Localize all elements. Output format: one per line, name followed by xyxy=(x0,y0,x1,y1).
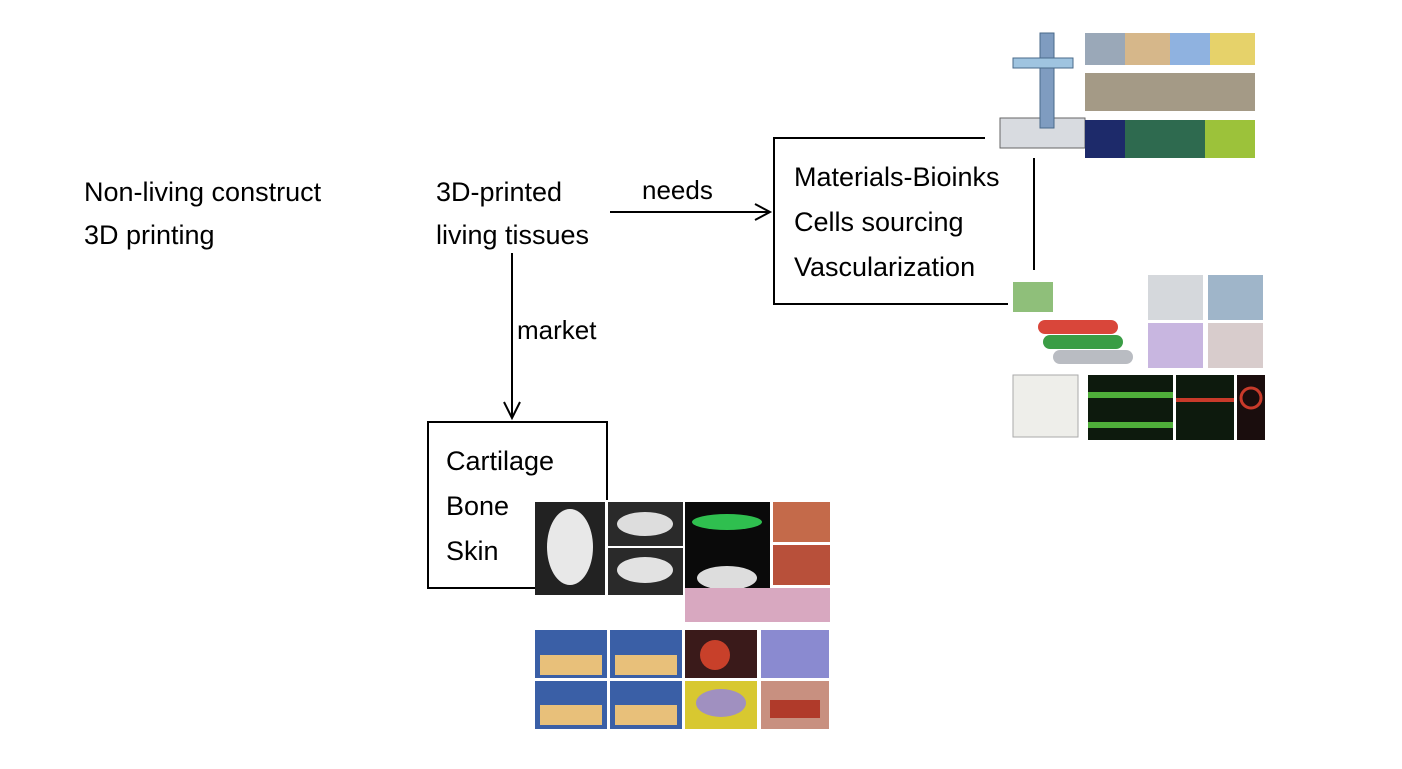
skin-figure xyxy=(535,625,830,730)
bioink-figure xyxy=(985,28,1257,158)
market-label: market xyxy=(517,315,597,345)
needs-box xyxy=(773,137,1035,305)
cartilage-figure xyxy=(535,500,830,622)
vascular-figure xyxy=(1008,270,1266,442)
needs-item-vascularization: Vascularization xyxy=(794,252,976,282)
3d-printing-label: 3D printing xyxy=(84,220,215,250)
needs-label: needs xyxy=(642,175,713,205)
needs-arrowhead xyxy=(754,203,773,221)
market-item-skin: Skin xyxy=(446,536,499,566)
non-living-label: Non-living construct xyxy=(84,177,322,207)
center-node-line1: 3D-printed xyxy=(436,177,563,207)
needs-item-cells: Cells sourcing xyxy=(794,207,964,237)
market-item-cartilage: Cartilage xyxy=(446,446,555,476)
market-item-bone: Bone xyxy=(446,491,510,521)
market-arrowhead xyxy=(503,401,521,421)
center-node-line2: living tissues xyxy=(436,220,590,250)
needs-item-materials: Materials-Bioinks xyxy=(794,162,1000,192)
